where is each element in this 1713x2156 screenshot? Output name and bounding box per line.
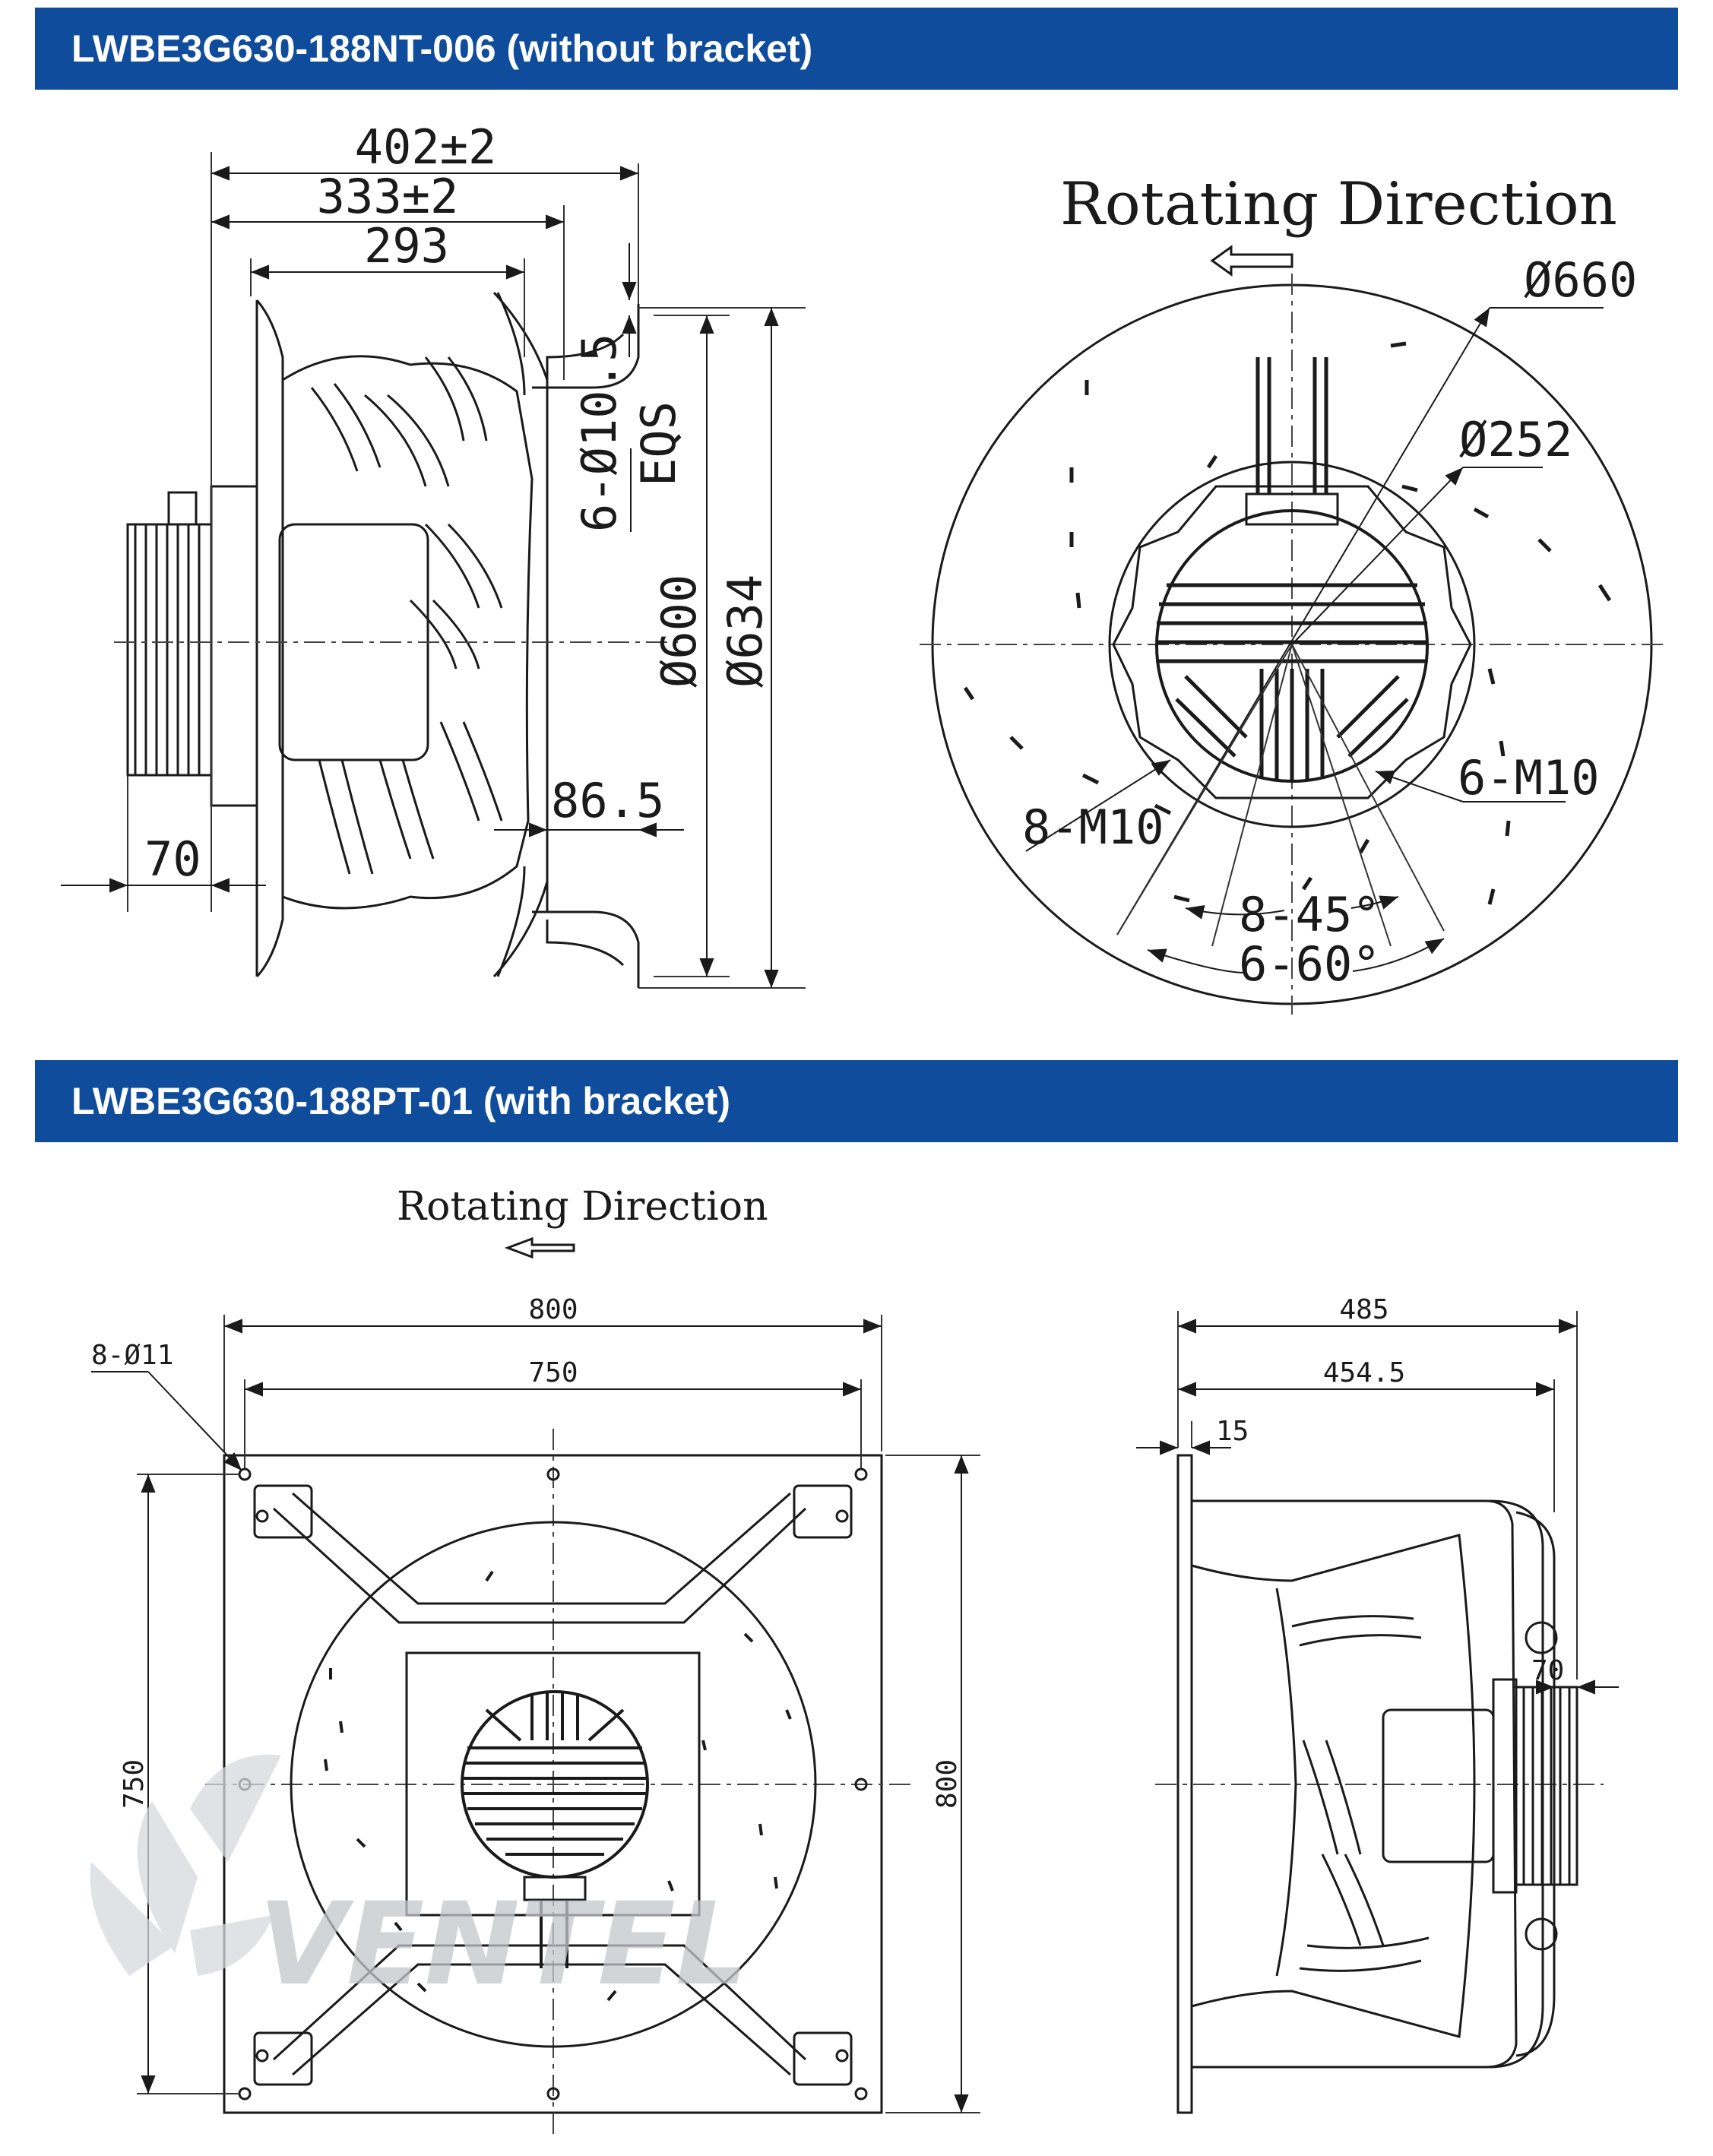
dim-750-left: 750 [119, 1759, 150, 1809]
dim-800-right: 800 [932, 1759, 963, 1809]
dim-485: 485 [1339, 1294, 1388, 1325]
dim-70-side: 70 [1531, 1655, 1564, 1686]
dim-750-top: 750 [528, 1357, 578, 1388]
ventel-watermark-logo: VENTEL [90, 1754, 748, 2011]
dim-dia-252: Ø252 [1459, 412, 1572, 467]
side-view-with-bracket: 485 454.5 15 70 [1136, 1294, 1619, 2114]
rotation-arrow-icon [1210, 245, 1293, 277]
dim-8-m10: 8-M10 [1022, 799, 1164, 855]
dim-293: 293 [364, 218, 449, 274]
dim-15: 15 [1216, 1416, 1249, 1447]
dim-8-holes-11: 8-Ø11 [91, 1340, 173, 1371]
dim-dia-660: Ø660 [1524, 252, 1637, 308]
dim-dia-634: Ø634 [717, 575, 773, 688]
front-view-with-bracket: Rotating Direction [91, 1184, 980, 2135]
rotation-arrow-small-icon [504, 1236, 575, 1259]
section-title-without-bracket: LWBE3G630-188NT-006 (without bracket) [35, 8, 1678, 90]
dim-454-5: 454.5 [1323, 1357, 1405, 1388]
dim-800-top: 800 [528, 1294, 578, 1325]
side-view-without-bracket: 402±2 333±2 293 6-Ø10.5 EQS Ø600 Ø634 86… [61, 119, 806, 989]
rotating-direction-label-bottom: Rotating Direction [397, 1184, 768, 1230]
dim-dia-600: Ø600 [651, 575, 707, 688]
dim-402: 402±2 [355, 119, 497, 175]
dim-eqs: EQS [631, 401, 686, 486]
front-view-without-bracket: Rotating Direction [920, 170, 1664, 1015]
dim-333: 333±2 [317, 169, 459, 224]
section-title-with-bracket: LWBE3G630-188PT-01 (with bracket) [35, 1060, 1678, 1142]
dim-8-45-deg: 8-45° [1239, 887, 1381, 942]
watermark-text: VENTEL [258, 1879, 748, 2011]
dim-6-m10: 6-M10 [1458, 750, 1600, 806]
dim-86-5: 86.5 [551, 773, 664, 828]
dim-6-60-deg: 6-60° [1239, 936, 1381, 992]
dim-6-holes-10-5: 6-Ø10.5 [572, 334, 627, 532]
rotating-direction-label-top: Rotating Direction [1060, 170, 1617, 239]
dim-70: 70 [144, 831, 201, 887]
